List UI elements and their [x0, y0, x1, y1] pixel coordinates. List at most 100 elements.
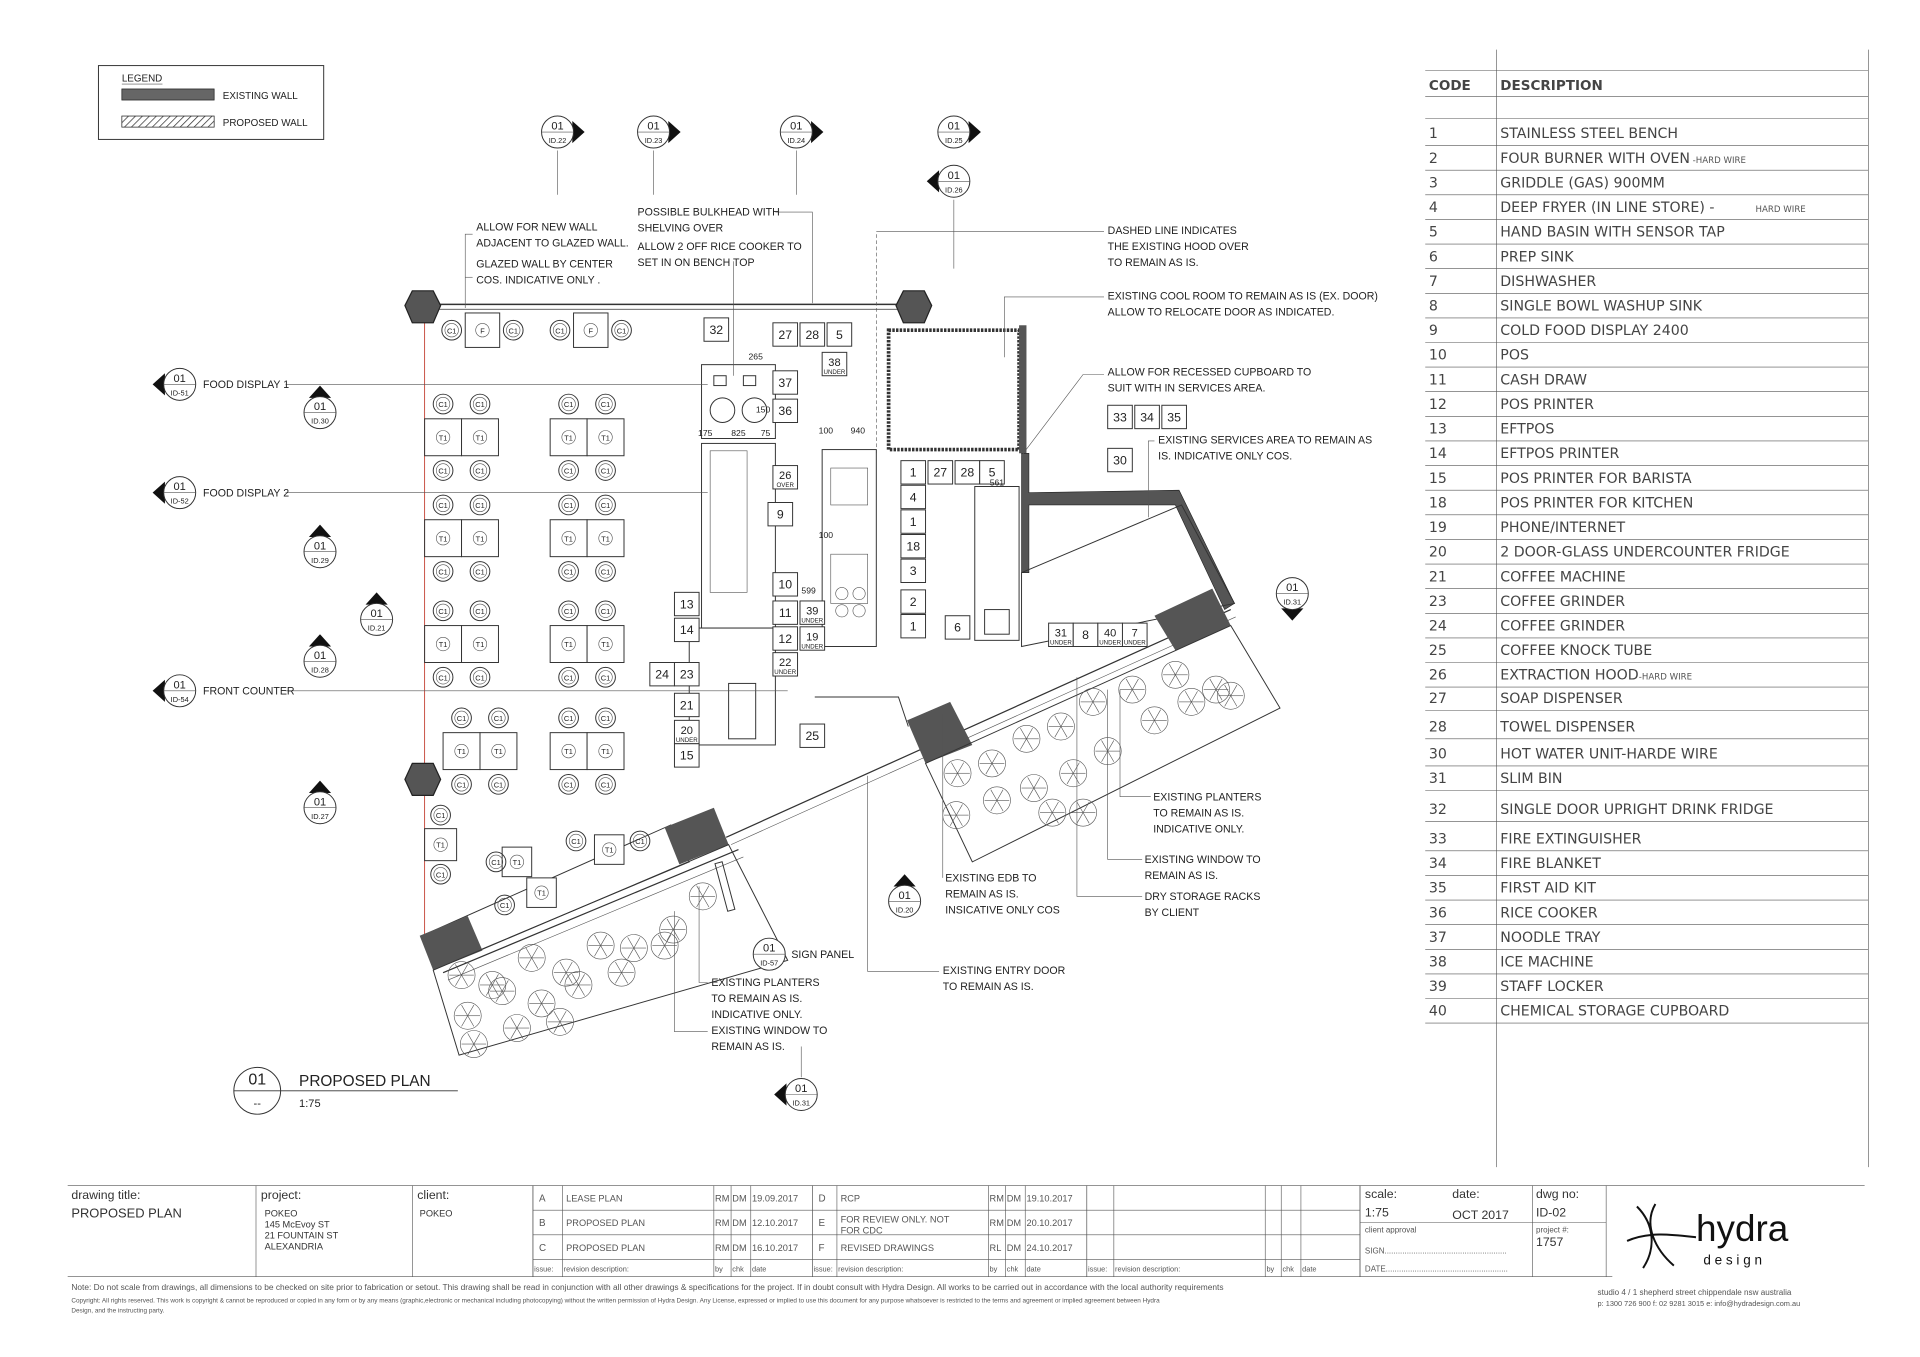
table: T1: [549, 625, 588, 663]
section-arrow-icon: [668, 120, 681, 144]
plan-number: 01: [248, 1072, 266, 1089]
row-note: -HARD WIRE: [1639, 673, 1692, 683]
annotation-line: EXISTING SERVICES AREA TO REMAIN AS: [1158, 434, 1372, 446]
chair-label: C1: [438, 467, 447, 476]
sign-panel: [714, 861, 736, 912]
table: T1: [586, 625, 625, 663]
annotation-line: SIGN PANEL: [791, 949, 854, 961]
revision-by: RL: [990, 1243, 1002, 1253]
row-description: ICE MACHINE: [1500, 954, 1593, 970]
revision-issue: B: [539, 1218, 546, 1229]
revision-header-date: date: [752, 1265, 766, 1274]
row-code: 3: [1429, 175, 1438, 191]
row-description: COFFEE MACHINE: [1500, 569, 1626, 585]
row-description: EXTRACTION HOOD: [1500, 668, 1638, 684]
annotation: EXISTING COOL ROOM TO REMAIN AS IS (EX. …: [1108, 290, 1378, 318]
annotation-line: SHELVING OVER: [638, 223, 724, 235]
studio-contact: p: 1300 726 900 f: 02 9281 3015 e: info@…: [1598, 1299, 1801, 1308]
planter-shrub: [503, 1014, 531, 1042]
dwg-label: dwg no:: [1536, 1187, 1579, 1201]
revision-chk: DM: [732, 1243, 746, 1253]
planter-left: [432, 844, 789, 1056]
annotation-line: IS. INDICATIVE ONLY COS.: [1158, 450, 1292, 462]
table-header-code: CODE: [1429, 78, 1471, 94]
item-tag: 8: [1072, 622, 1099, 647]
chair: C1: [451, 707, 472, 729]
dimension-label: 175: [698, 428, 713, 438]
chair-label: C1: [475, 673, 484, 682]
row-description: DEEP FRYER (IN LINE STORE) -: [1500, 200, 1714, 216]
chair: C1: [469, 460, 491, 481]
table: T1: [424, 519, 463, 558]
row-code: 40: [1429, 1004, 1447, 1020]
dimension-label: 150: [756, 405, 771, 415]
item-tag-number: 19: [806, 631, 818, 643]
revision-header-by: by: [1266, 1265, 1274, 1274]
section-marker-ref: ID.20: [896, 905, 914, 914]
date-sign-line: DATE....................................…: [1365, 1265, 1508, 1274]
chair: C1: [595, 600, 616, 622]
item-tag: 1: [900, 614, 927, 639]
planter-shrub: [546, 1008, 574, 1036]
revision-description: REVISED DRAWINGS: [841, 1243, 934, 1253]
row-code: 1: [1429, 126, 1438, 142]
revision-description: LEASE PLAN: [566, 1194, 622, 1204]
table-label: T1: [601, 433, 610, 442]
item-tag: 2: [900, 589, 927, 614]
section-arrow-icon: [572, 120, 585, 144]
annotation-line: EXISTING PLANTERS: [1153, 791, 1261, 803]
annotation-line: POSSIBLE BULKHEAD WITH: [638, 207, 780, 219]
row-code: 19: [1429, 520, 1447, 536]
item-tag: 34: [1134, 404, 1160, 430]
annotation-line: DASHED LINE INDICATES: [1108, 225, 1237, 237]
item-tag: 15: [673, 743, 700, 768]
section-marker-ref: ID.26: [945, 185, 963, 194]
section-marker-number: 01: [898, 890, 910, 902]
section-marker-number: 01: [647, 121, 659, 133]
row-code: 27: [1429, 691, 1447, 707]
item-tag-number: 35: [1167, 410, 1181, 424]
table-label: T1: [564, 747, 573, 756]
chair-label: C1: [601, 467, 610, 476]
chair: C1: [595, 666, 616, 688]
section-marker-number: 01: [174, 481, 186, 493]
annotation-line: TO REMAIN AS IS.: [1153, 807, 1244, 819]
planter-shrub: [607, 958, 636, 987]
item-tag-number: 22: [779, 657, 791, 669]
annotation-line: SUIT WITH IN SERVICES AREA.: [1108, 383, 1266, 395]
item-tag: 36: [772, 398, 799, 423]
row-description: GRIDDLE (GAS) 900MM: [1500, 175, 1665, 191]
chair: C1: [469, 393, 491, 415]
item-tag: 18: [900, 534, 927, 559]
food-display-counter: [701, 442, 776, 629]
row-description: EFTPOS PRINTER: [1500, 446, 1619, 462]
